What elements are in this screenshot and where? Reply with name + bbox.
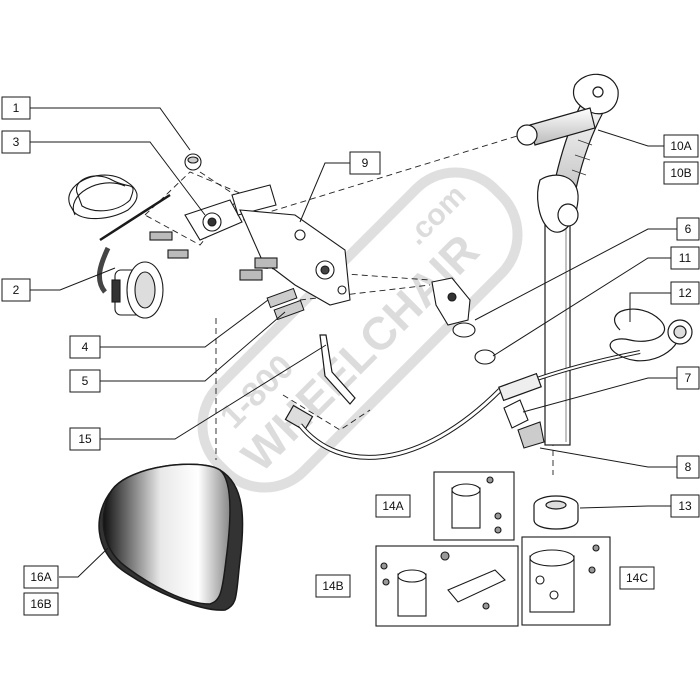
clamp-assembly	[149, 184, 277, 259]
svg-text:12: 12	[678, 286, 692, 300]
svg-text:10A: 10A	[670, 139, 691, 153]
bracket-assembly	[239, 209, 351, 306]
callout-14c: 14C	[619, 566, 655, 590]
cable	[298, 308, 693, 460]
svg-text:14C: 14C	[626, 571, 648, 585]
svg-text:1: 1	[13, 101, 20, 115]
callout-6: 6	[676, 217, 700, 241]
box-14b	[375, 545, 519, 627]
arm-assembly	[516, 73, 619, 446]
callout-4: 4	[69, 335, 101, 359]
svg-text:4: 4	[82, 340, 89, 354]
callout-2: 2	[1, 278, 31, 302]
callout-7: 7	[676, 366, 700, 390]
svg-text:3: 3	[13, 135, 20, 149]
svg-text:8: 8	[685, 460, 692, 474]
box-14c	[521, 536, 611, 626]
headrest-pad	[98, 463, 244, 611]
svg-text:16B: 16B	[30, 597, 51, 611]
svg-text:2: 2	[13, 283, 20, 297]
callout-10a: 10A	[663, 134, 699, 158]
collar	[533, 495, 579, 530]
callout-1: 1	[1, 96, 31, 120]
svg-text:6: 6	[685, 222, 692, 236]
callout-10b: 10B	[663, 161, 699, 185]
svg-text:14A: 14A	[382, 499, 403, 513]
small-hardware	[474, 349, 545, 449]
svg-text:9: 9	[362, 156, 369, 170]
callout-15: 15	[69, 427, 101, 451]
svg-text:11: 11	[679, 251, 692, 265]
callout-5: 5	[69, 369, 101, 393]
callout-3: 3	[1, 130, 31, 154]
svg-text:13: 13	[678, 499, 692, 513]
callout-14b: 14B	[315, 574, 351, 598]
callout-16b: 16B	[23, 592, 59, 616]
cap	[184, 153, 202, 171]
box-14a	[433, 471, 515, 541]
callout-11: 11	[670, 246, 700, 270]
svg-text:16A: 16A	[30, 570, 51, 584]
callout-8: 8	[676, 455, 700, 479]
svg-text:10B: 10B	[670, 166, 691, 180]
callout-12: 12	[670, 281, 700, 305]
callout-13: 13	[670, 494, 700, 518]
callouts: 1 3 2 4 5 15 9 10A 10B 6 11 12 7 8 13 14…	[1, 96, 700, 616]
mount-rod	[284, 334, 356, 432]
callout-16a: 16A	[23, 565, 59, 589]
svg-text:5: 5	[82, 374, 89, 388]
callout-9: 9	[349, 151, 381, 175]
svg-text:7: 7	[685, 371, 692, 385]
svg-text:15: 15	[78, 432, 92, 446]
svg-text:14B: 14B	[322, 579, 343, 593]
joystick-clamp	[431, 277, 476, 338]
callout-14a: 14A	[375, 494, 411, 518]
studs	[266, 287, 305, 321]
leader-lines	[30, 107, 677, 578]
controller-assembly	[68, 174, 171, 319]
